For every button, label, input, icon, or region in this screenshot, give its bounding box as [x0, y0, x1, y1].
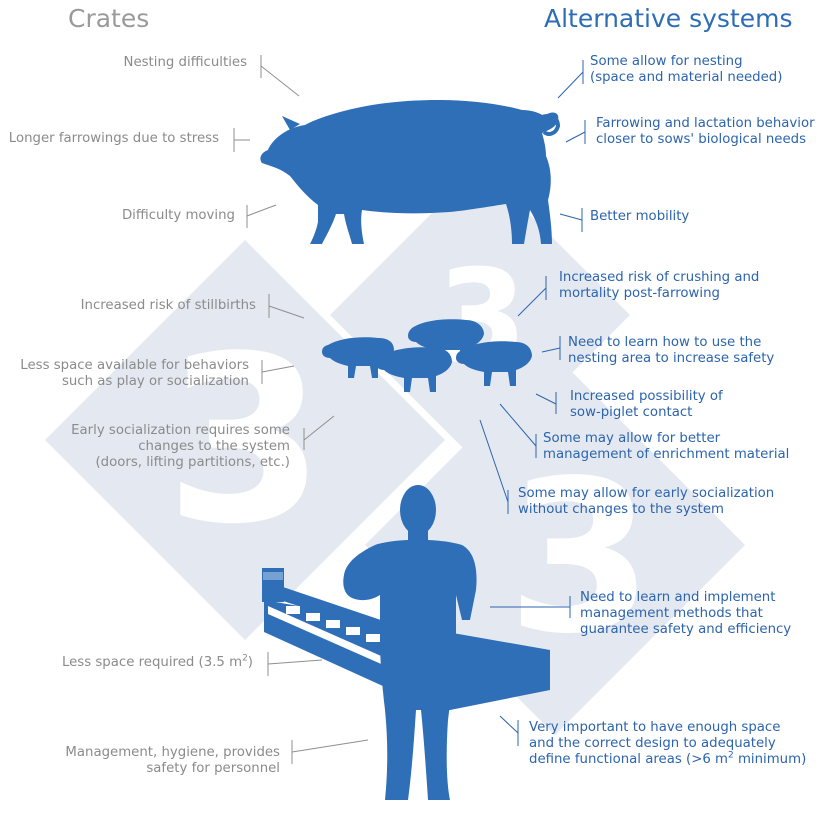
alt-contact-line-1: Increased possibility of [570, 389, 723, 404]
alt-nesting-label: Some allow for nesting (space and materi… [590, 54, 782, 86]
crates-socialization-label: Early socialization requires some change… [71, 423, 290, 471]
alt-implement-label: Need to learn and implement management m… [580, 590, 791, 638]
alt-crushing-line-1: Increased risk of crushing and [559, 270, 760, 285]
crates-moving-label: Difficulty moving [121, 208, 235, 223]
alt-space-line-3: define functional areas (>6 m2 minimum) [529, 750, 807, 768]
crates-mgmt-line-1: Management, hygiene, provides [65, 745, 280, 760]
crates-less-space-label: Less space required (3.5 m2) [61, 653, 253, 671]
alt-space-line-1: Very important to have enough space [529, 720, 781, 735]
alt-learn-line-1: Need to learn how to use the [568, 335, 762, 350]
crates-less-space-sup: 2 [242, 653, 248, 664]
crates-nesting-label: Nesting difficulties [123, 55, 248, 70]
alt-enrich-line-2: management of enrichment material [543, 447, 790, 462]
crates-space-label: Less space available for behaviors such … [20, 358, 249, 390]
alt-early-line-2: without changes to the system [518, 502, 724, 517]
crates-farrowing-label: Longer farrowings due to stress [8, 131, 219, 146]
crates-social-line-1: Early socialization requires some [71, 423, 290, 438]
alt-learn-line-2: nesting area to increase safety [568, 351, 775, 366]
piglet-3 [376, 347, 452, 392]
alt-space-line-2: and the correct design to adequately [529, 736, 776, 751]
piglet-1 [322, 337, 394, 378]
alt-space-sup: 2 [728, 750, 734, 761]
crates-management-label: Management, hygiene, provides safety for… [65, 745, 280, 777]
alternative-systems-title: Alternative systems [544, 4, 793, 33]
alt-early-socialization-label: Some may allow for early socialization w… [518, 486, 774, 518]
crates-stillbirths-label: Increased risk of stillbirths [80, 298, 256, 313]
alt-behavior-label: Farrowing and lactation behavior closer … [596, 116, 815, 148]
alt-behavior-line-1: Farrowing and lactation behavior [596, 116, 815, 131]
crates-title: Crates [68, 4, 150, 33]
piglet-4 [456, 341, 532, 386]
watermark-digit-right: 3 [507, 435, 653, 680]
piglet-silhouette-icon [322, 319, 532, 392]
alt-space-line-3-text: define functional areas (>6 m [529, 752, 728, 767]
watermark-digit-left: 3 [165, 308, 325, 575]
alt-mobility-label: Better mobility [590, 209, 690, 224]
crates-space-line-1: Less space available for behaviors [20, 358, 249, 373]
alt-early-line-1: Some may allow for early socialization [518, 486, 775, 501]
alt-contact-label: Increased possibility of sow-piglet cont… [570, 389, 723, 421]
crates-mgmt-line-2: safety for personnel [146, 761, 280, 776]
farmer-silhouette-icon [343, 485, 477, 800]
alt-enrichment-label: Some may allow for better management of … [543, 431, 789, 463]
alt-crushing-line-2: mortality post-farrowing [559, 286, 720, 301]
alt-space-label: Very important to have enough space and … [529, 720, 806, 768]
alt-impl-line-2: management methods that [580, 606, 763, 621]
alt-contact-line-2: sow-piglet contact [570, 405, 693, 420]
crates-space-line-2: such as play or socialization [61, 374, 249, 389]
crates-less-space-text: Less space required (3.5 m [61, 655, 243, 670]
connector-lines [233, 55, 586, 764]
alt-space-line-3-end: minimum) [733, 752, 807, 767]
alt-crushing-label: Increased risk of crushing and mortality… [559, 270, 759, 302]
alt-behavior-line-2: closer to sows' biological needs [596, 132, 807, 147]
alt-learn-nesting-label: Need to learn how to use the nesting are… [568, 335, 774, 367]
crates-social-line-2: changes to the system [138, 439, 290, 454]
alt-impl-line-3: guarantee safety and efficiency [580, 622, 792, 637]
alt-nesting-line-2: (space and material needed) [590, 70, 783, 85]
crates-less-space-close: ) [247, 655, 253, 670]
alt-impl-line-1: Need to learn and implement [580, 590, 776, 605]
crates-social-line-3: (doors, lifting partitions, etc.) [95, 455, 290, 470]
sow-silhouette-icon [260, 100, 561, 244]
alt-enrich-line-1: Some may allow for better [543, 431, 721, 446]
alt-nesting-line-1: Some allow for nesting [590, 54, 743, 69]
